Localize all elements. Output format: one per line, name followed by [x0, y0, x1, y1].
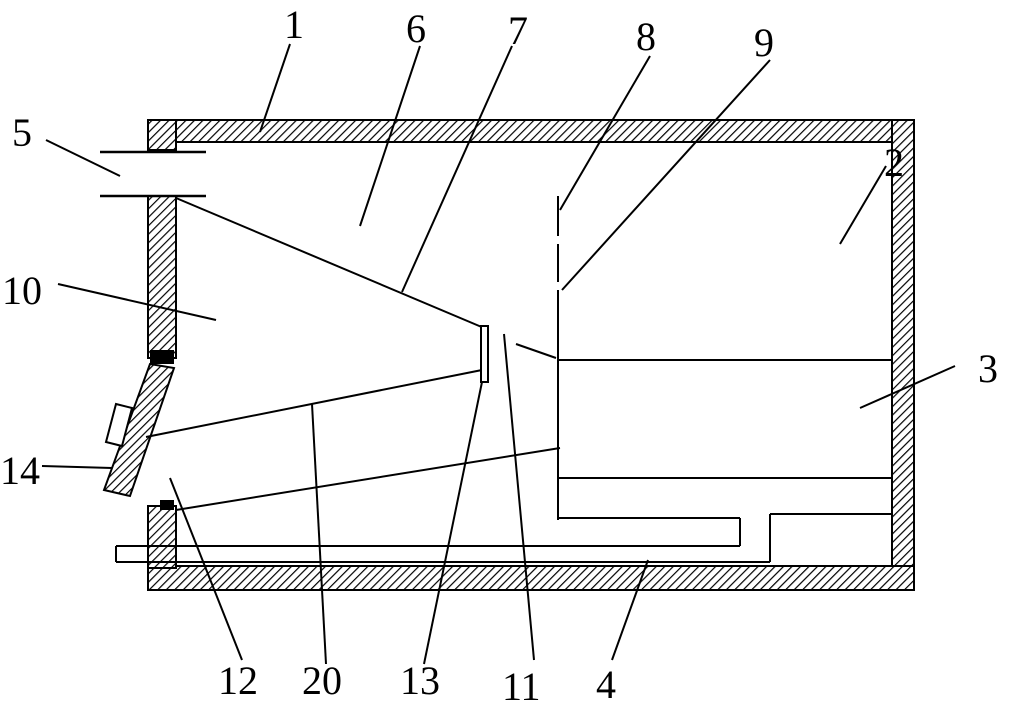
label-12: 12 [218, 658, 258, 703]
housing-wall [147, 119, 915, 591]
funnel-upper-line [175, 197, 485, 329]
label-9: 9 [754, 20, 774, 65]
label-13: 13 [400, 658, 440, 703]
label-11: 11 [502, 664, 541, 705]
sloped-plate [175, 447, 561, 511]
hinged-door [102, 362, 176, 498]
label-4: 4 [596, 662, 616, 705]
lower-nub [160, 500, 174, 510]
nozzle [480, 325, 489, 383]
left-wall-middle [147, 195, 177, 359]
outlet-pipe [115, 545, 770, 563]
right-chamber [558, 359, 892, 562]
label-5: 5 [12, 110, 32, 155]
right-wall [891, 119, 915, 591]
bottom-wall [147, 565, 915, 591]
label-14: 14 [0, 448, 40, 493]
left-wall-top-stub [147, 119, 177, 151]
inlet-pipe [100, 150, 206, 198]
left-wall-lower-stub [147, 505, 177, 569]
label-8: 8 [636, 14, 656, 59]
hinge-block [150, 350, 174, 364]
label-20: 20 [302, 658, 342, 703]
label-3: 3 [978, 346, 998, 391]
funnel [145, 197, 489, 438]
leader-lines [41, 43, 956, 665]
label-7: 7 [508, 8, 528, 53]
funnel-lower-line [145, 369, 483, 438]
label-2: 2 [884, 140, 904, 185]
label-1: 1 [284, 2, 304, 47]
top-wall [175, 119, 915, 143]
part-labels: 1 6 7 8 9 2 3 5 10 14 12 20 13 11 4 [0, 2, 998, 705]
label-6: 6 [406, 6, 426, 51]
label-10: 10 [2, 268, 42, 313]
